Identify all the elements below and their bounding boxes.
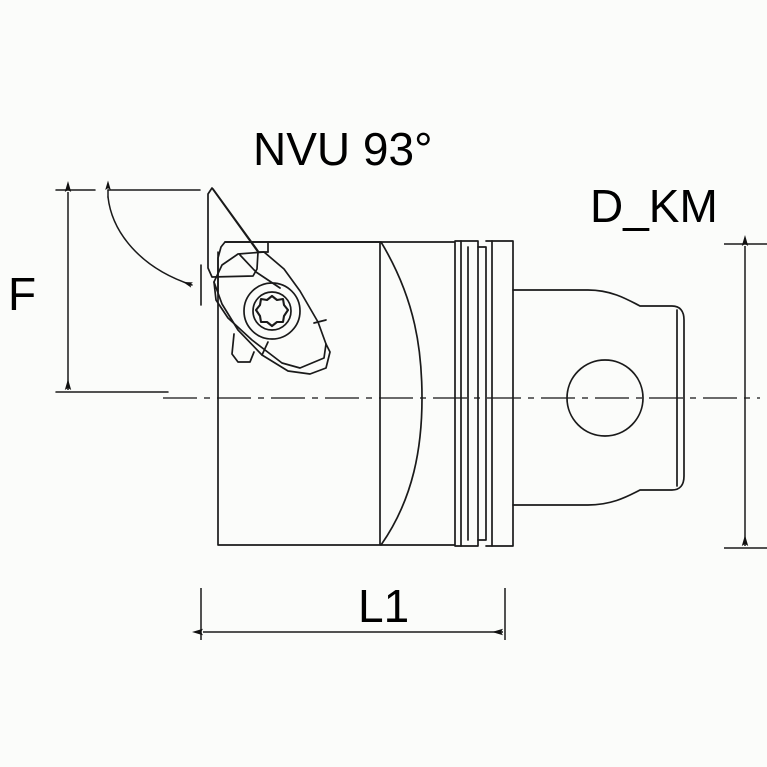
dimension-dkm-group: D_KM [590, 180, 767, 549]
coolant-hole [566, 359, 644, 437]
clamp-shoulder-line [261, 341, 269, 356]
insert-and-clamp-group [207, 187, 331, 375]
reference-marks-group [200, 251, 219, 306]
dimension-dkm-label: D_KM [590, 180, 718, 232]
insert-triangular [207, 187, 259, 278]
clamp-lever-outline-lower [213, 281, 331, 375]
flange-ring-outer [454, 240, 479, 547]
torx-screw-icon [254, 294, 290, 328]
km-shank-outline [512, 289, 685, 506]
leader-line-group [55, 180, 201, 393]
flange-ring-inner [485, 240, 514, 547]
flange-groove [477, 246, 487, 541]
dimension-f-group: F [8, 181, 72, 390]
dimension-f-label: F [8, 268, 36, 320]
insert-tip-leader-curve [107, 196, 193, 288]
dimension-l1-label: L1 [358, 580, 409, 632]
tool-style-label: NVU 93° [253, 123, 432, 175]
insert-cutting-edge [212, 188, 259, 252]
clamp-nose-tab [231, 333, 255, 363]
clamp-lever-body [213, 251, 327, 369]
tool-body-group [217, 240, 514, 547]
clamp-edge-detail [313, 319, 327, 324]
clamp-screw-head [243, 282, 301, 340]
body-taper-arc [380, 241, 423, 546]
body-outline [217, 241, 456, 546]
km-shank-group [512, 289, 685, 506]
annotation-group: NVU 93° [253, 123, 432, 175]
clamp-screw-seat [252, 291, 292, 331]
dimension-l1-group: L1 [192, 580, 506, 640]
